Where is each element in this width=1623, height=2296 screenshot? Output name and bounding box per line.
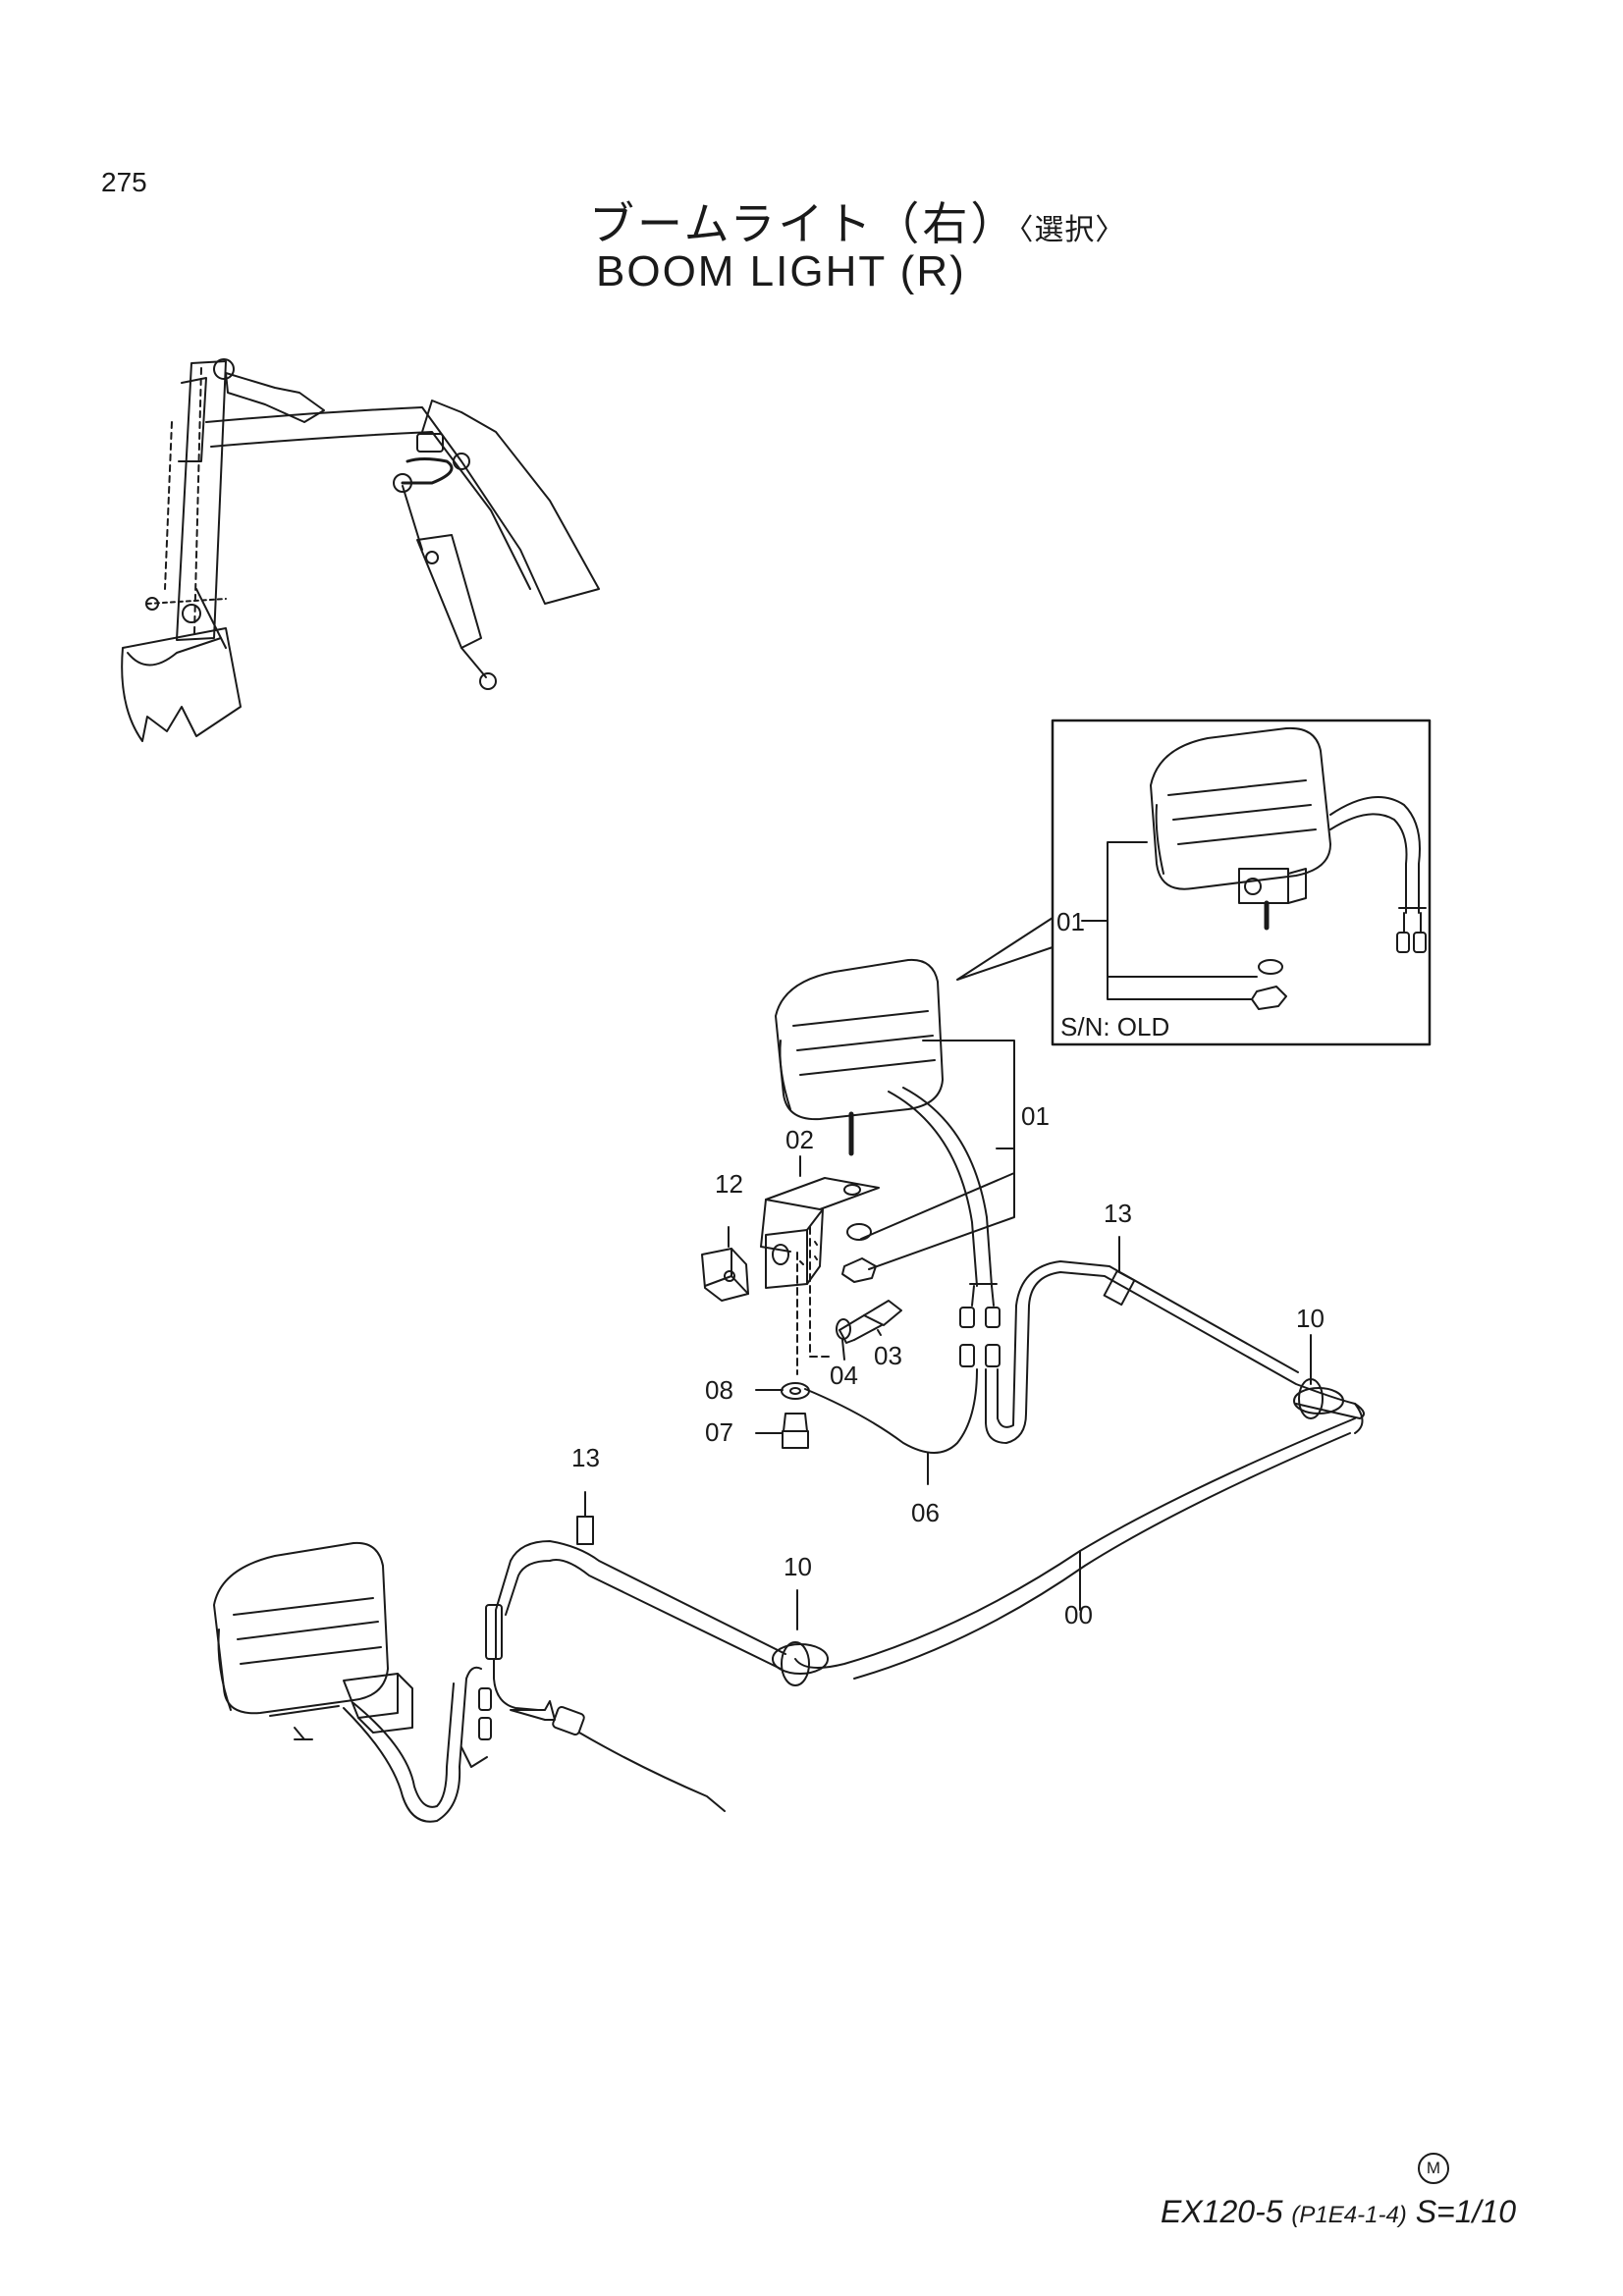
footer-code: (P1E4-1-4) <box>1291 2202 1407 2228</box>
title-japanese-sub: 〈選択〉 <box>1018 213 1126 247</box>
callout-13-lower: 13 <box>571 1443 600 1472</box>
callout-07: 07 <box>705 1417 733 1447</box>
inset-callout-01: 01 <box>1056 907 1085 936</box>
marking-symbol: M <box>1418 2153 1449 2184</box>
footer-model: EX120-5 <box>1161 2194 1283 2229</box>
boom-light-assembly <box>701 958 1365 1485</box>
title-japanese: ブームライト（右）〈選択〉 <box>589 188 1125 253</box>
title-english: BOOM LIGHT (R) <box>596 247 966 295</box>
callout-10-lower: 10 <box>784 1552 812 1581</box>
footer-scale: S=1/10 <box>1415 2194 1516 2229</box>
callout-04: 04 <box>830 1361 858 1390</box>
callout-02: 02 <box>785 1125 814 1154</box>
inset-old-type: 01 S/N: OLD <box>956 719 1432 1046</box>
callout-03: 03 <box>874 1341 902 1370</box>
callout-00: 00 <box>1064 1600 1093 1629</box>
callout-12: 12 <box>715 1169 743 1199</box>
page-number: 275 <box>101 167 147 197</box>
footer: EX120-5 (P1E4-1-4) S=1/10 <box>1161 2194 1516 2230</box>
callout-13-upper: 13 <box>1104 1199 1132 1228</box>
harness-and-left-lamp <box>213 1417 1356 1823</box>
callout-08: 08 <box>705 1375 733 1405</box>
title-japanese-main: ブームライト（右） <box>589 197 1019 250</box>
callout-10-upper: 10 <box>1296 1304 1325 1333</box>
callout-06: 06 <box>911 1498 940 1527</box>
callout-01: 01 <box>1021 1101 1050 1131</box>
inset-note: S/N: OLD <box>1060 1012 1169 1041</box>
excavator-arm-sketch <box>121 358 600 742</box>
